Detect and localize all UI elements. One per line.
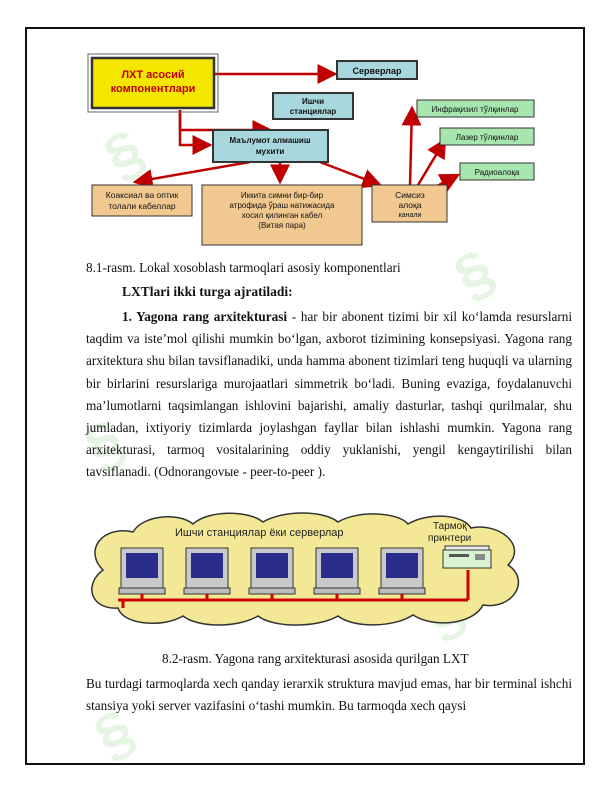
paragraph-1: 1. Yagona rang arxitekturasi - har bir a… [86,306,572,484]
main-components-box [90,56,216,110]
twisted-pair-box [201,184,363,246]
cloud-label: Ишчи станциялар ёки серверлар [175,527,343,539]
workstation-2 [183,547,231,600]
paragraph-2: Bu turdagi tarmoqlarda xech qanday ierar… [86,676,572,714]
figure-caption-2: 8.2-rasm. Yagona rang arxitekturasi asos… [162,651,469,666]
coax-box [91,184,193,217]
servers-box [336,60,418,80]
servers-text: Серверлар [353,66,402,76]
page-frame [25,27,585,765]
workstation-5 [378,547,426,600]
paragraph-1-body: - har bir abonent tizimi bir xil ko‘lamd… [86,309,572,480]
media-box [212,129,329,163]
workstation-4 [313,547,361,600]
infrared-box [416,99,535,118]
wireless-box [371,184,448,223]
section-heading: LXTlari ikki turga ajratiladi: [122,284,293,299]
workstation-1 [118,547,166,600]
paragraph-1-term: 1. Yagona rang arxitekturasi [122,309,287,324]
infrared-text: Инфрақизил тўлқинлар [432,105,519,114]
network-cloud [91,512,520,626]
radio-box [459,162,535,181]
peer-network-diagram: Ишчи станциялар ёки серверлар Тармоқ при… [91,512,520,626]
laser-box [439,127,535,146]
printer-label-2: принтери [428,533,471,544]
radio-text: Радиоалоқа [475,168,520,177]
laser-text: Лазер тўлқинлар [456,133,519,142]
printer-label-1: Тармоқ [433,521,467,532]
workstations-box [272,92,354,120]
figure-caption-1: 8.1-rasm. Lokal xosoblash tarmoqlari aso… [86,260,401,275]
workstation-3 [248,547,296,600]
network-printer [442,545,492,569]
